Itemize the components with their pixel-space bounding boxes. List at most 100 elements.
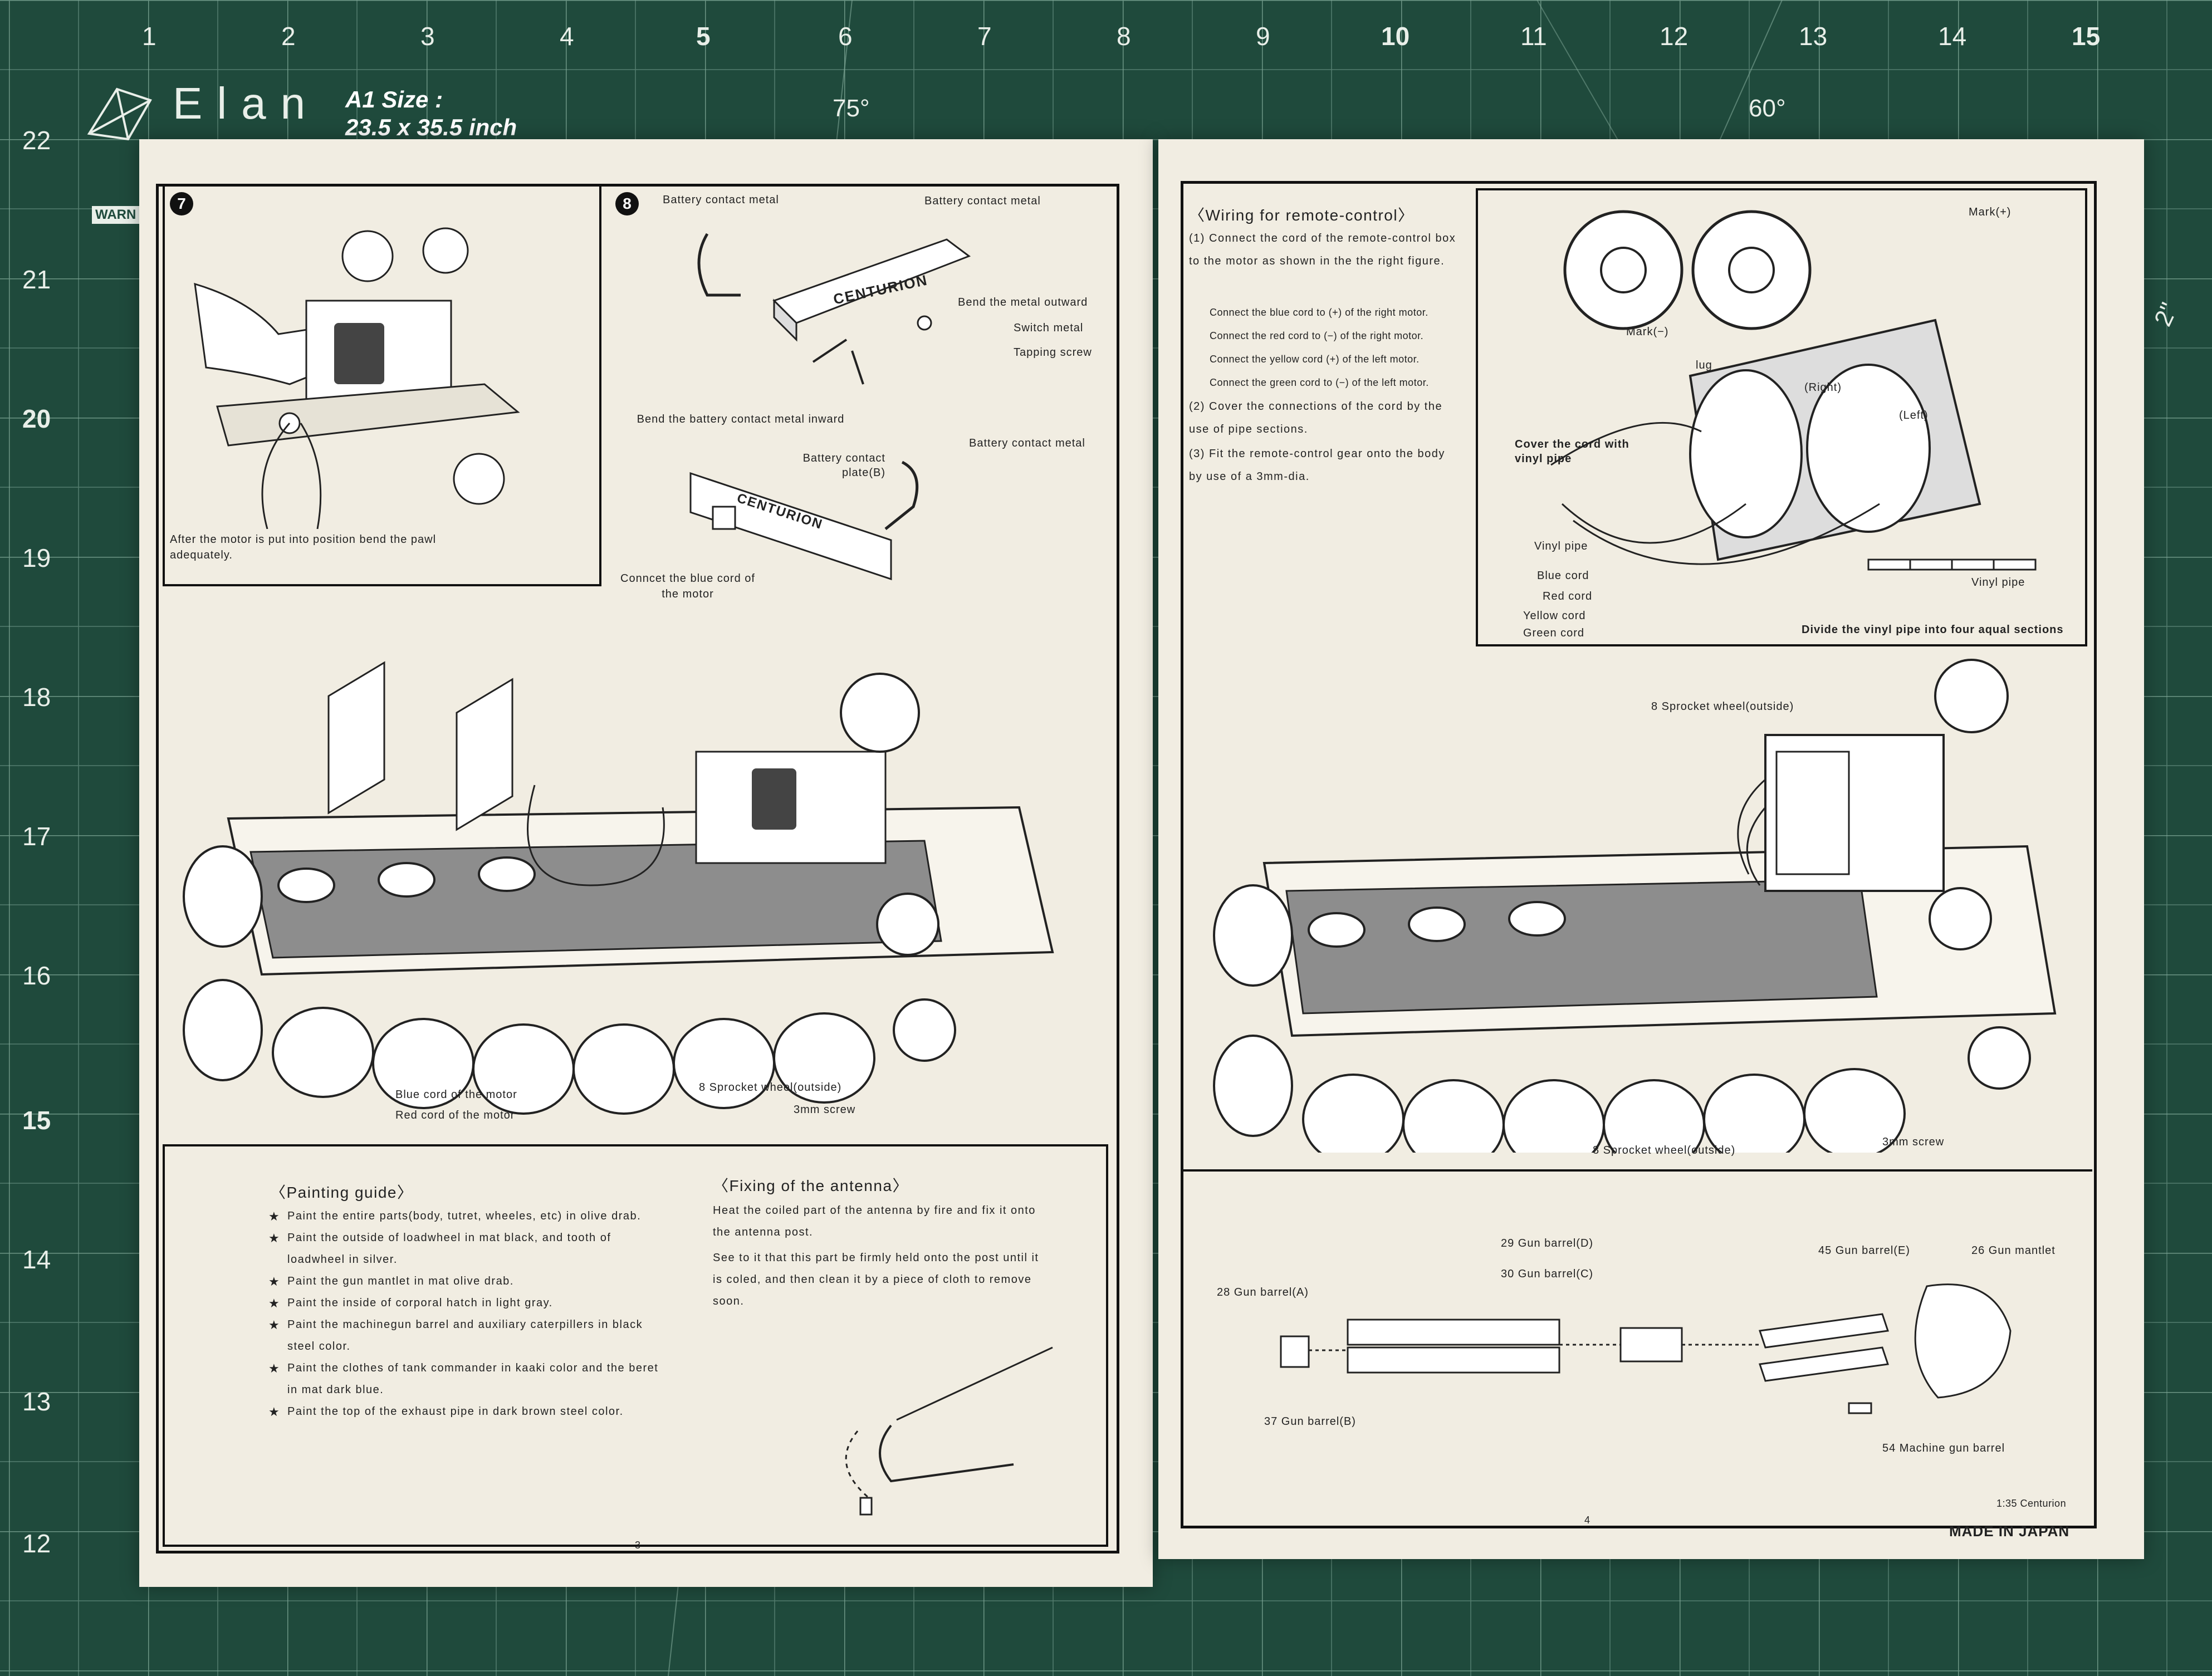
wiring-sub-1: Connect the blue cord to (+) of the righ…: [1210, 307, 1428, 318]
label-yellow-cord: Yellow cord: [1523, 610, 1586, 622]
label-battery-contact-metal: Battery contact metal: [663, 194, 779, 206]
wiring-step-3: (3) Fit the remote-control gear onto the…: [1189, 448, 1445, 483]
ruler-number: 16: [22, 961, 51, 990]
section-divider: [1182, 1169, 2092, 1172]
painting-guide-item: Paint the entire parts(body, tutret, whe…: [268, 1205, 666, 1227]
battery-contact-illustration: [697, 233, 971, 385]
warning-label: WARN: [92, 206, 140, 224]
ruler-number: 17: [22, 822, 51, 851]
ruler-number: 9: [1256, 22, 1270, 51]
antenna-text-1: Heat the coiled part of the antenna by f…: [713, 1204, 1036, 1238]
antenna-illustration: [845, 1346, 1053, 1516]
painting-guide-item: Paint the gun mantlet in mat olive drab.: [268, 1271, 666, 1292]
ruler-number: 14: [1938, 22, 1967, 51]
ruler-number: 5: [696, 22, 711, 51]
ruler-number: 21: [22, 265, 51, 294]
label-sprocket-wheel: 8 Sprocket wheel(outside): [699, 1081, 842, 1094]
ruler-number: 15: [2072, 22, 2101, 51]
ruler-number: 19: [22, 543, 51, 572]
label-mg-barrel: 54 Machine gun barrel: [1882, 1442, 2005, 1454]
mat-size-line2: 23.5 x 35.5 inch: [345, 114, 517, 140]
painting-guide-item: Paint the inside of corporal hatch in li…: [268, 1292, 666, 1314]
label-left: (Left): [1899, 409, 1929, 422]
ruler-number: 22: [22, 126, 51, 155]
step7-box: [163, 184, 601, 586]
label-switch-metal: Switch metal: [1014, 322, 1084, 334]
step7-caption: After the motor is put into position ben…: [170, 533, 437, 561]
label-sprocket-wheel: 8 Sprocket wheel(outside): [1651, 700, 1794, 713]
painting-guide-title: 〈Painting guide〉: [270, 1184, 414, 1201]
label-green-cord: Green cord: [1523, 627, 1585, 639]
label-blue-cord: Blue cord: [1537, 570, 1589, 582]
label-lug: lug: [1696, 359, 1712, 371]
label-blue-cord: Blue cord of the motor: [395, 1089, 517, 1101]
ruler-number: 13: [22, 1387, 51, 1416]
label-3mm-screw: 3mm screw: [1882, 1136, 1945, 1148]
painting-guide-item: Paint the top of the exhaust pipe in dar…: [268, 1401, 666, 1423]
gun-assembly-illustration: [1280, 1283, 2012, 1414]
page-number: 3: [635, 1540, 641, 1551]
label-gun-barrel-a: 28 Gun barrel(A): [1217, 1286, 1309, 1298]
ruler-number: 2: [281, 22, 296, 51]
painting-guide-item: Paint the outside of loadwheel in mat bl…: [268, 1227, 666, 1271]
wiring-step-2: (2) Cover the connections of the cord by…: [1189, 400, 1443, 435]
chassis-remote-illustration: [1213, 659, 2057, 1153]
ruler-number: 8: [1117, 22, 1131, 51]
wiring-sub-4: Connect the green cord to (−) of the lef…: [1210, 377, 1429, 388]
ruler-number: 12: [1660, 22, 1689, 51]
painting-guide-item: Paint the machinegun barrel and auxiliar…: [268, 1314, 666, 1358]
ruler-number: 12: [22, 1529, 51, 1558]
ruler-number: 4: [560, 22, 574, 51]
ruler-number: 20: [22, 404, 51, 433]
antenna-text-2: See to it that this part be firmly held …: [713, 1252, 1039, 1307]
made-in-japan: MADE IN JAPAN: [1949, 1523, 2070, 1540]
ruler-number: 10: [1381, 22, 1410, 51]
wiring-sub-3: Connect the yellow cord (+) of the left …: [1210, 354, 1420, 365]
label-gun-barrel-c: 30 Gun barrel(C): [1501, 1268, 1594, 1280]
page-number: 4: [1584, 1515, 1591, 1526]
wiring-title: 〈Wiring for remote-control〉: [1189, 207, 1415, 224]
ruler-number: 15: [22, 1106, 51, 1135]
label-bend-outward: Bend the metal outward: [958, 296, 1088, 308]
chassis-illustration: [183, 661, 1054, 1115]
label-gun-barrel-e: 45 Gun barrel(E): [1818, 1244, 1910, 1257]
ruler-number: 13: [1799, 22, 1828, 51]
scale-note: 1:35 Centurion: [1996, 1498, 2067, 1509]
label-red-cord: Red cord: [1543, 590, 1593, 602]
origami-logo-icon: [87, 87, 152, 141]
ruler-number: 6: [838, 22, 853, 51]
label-cover-cord: Cover the cord with vinyl pipe: [1515, 438, 1629, 465]
ruler-number: 1: [142, 22, 156, 51]
label-sprocket-wheel: 8 Sprocket wheel(outside): [1593, 1144, 1736, 1156]
mat-brand: Elan: [173, 79, 320, 128]
label-vinyl-pipe: Vinyl pipe: [1971, 576, 2025, 589]
contact-plate-illustration: [689, 460, 919, 581]
ruler-number: 11: [1520, 22, 1547, 51]
ruler-number: 7: [977, 22, 992, 51]
label-3mm-screw: 3mm screw: [794, 1104, 856, 1116]
page-border: [1181, 181, 2097, 1528]
step8-number: 8: [615, 192, 639, 215]
angle-label: 60°: [1749, 95, 1786, 122]
painting-guide-box: [163, 1144, 1108, 1547]
step7-number: 7: [170, 192, 193, 215]
instruction-page-right: 〈Wiring for remote-control〉 (1) Connect …: [1158, 139, 2144, 1559]
label-battery-contact-plate: Battery contact plate(B): [802, 452, 885, 479]
painting-guide-item: Paint the clothes of tank commander in k…: [268, 1358, 666, 1401]
motor-assembly-illustration: [194, 227, 520, 529]
label-tapping-screw: Tapping screw: [1014, 346, 1092, 359]
wiring-diagram-illustration: [1550, 210, 2037, 571]
page-border: [156, 184, 1119, 1554]
label-battery-contact-metal: Battery contact metal: [969, 437, 1085, 449]
angle-label: 75°: [833, 95, 870, 122]
ruler-number: 18: [22, 683, 51, 712]
label-mark-plus: Mark(+): [1969, 206, 2012, 218]
label-right: (Right): [1804, 381, 1842, 394]
label-connect-blue: Conncet the blue cord of the motor: [620, 572, 755, 600]
label-battery-contact-metal: Battery contact metal: [924, 195, 1041, 207]
label-gun-mantlet: 26 Gun mantlet: [1971, 1244, 2056, 1257]
label-gun-barrel-d: 29 Gun barrel(D): [1501, 1237, 1594, 1249]
wiring-diagram-box: [1476, 188, 2087, 646]
painting-guide-list: Paint the entire parts(body, tutret, whe…: [268, 1205, 666, 1423]
label-mark-minus: Mark(−): [1626, 326, 1669, 338]
